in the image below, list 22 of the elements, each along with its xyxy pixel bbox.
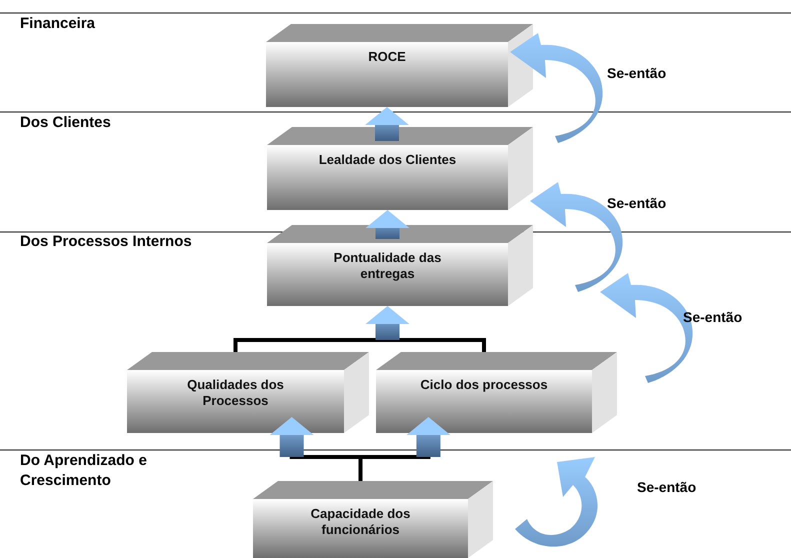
relation-label: Se-então bbox=[683, 308, 744, 327]
block-label: Pontualidade das entregas bbox=[332, 250, 442, 282]
block-label: Qualidades dos Processos bbox=[186, 377, 285, 409]
block-label: Lealdade dos Clientes bbox=[318, 152, 458, 168]
connector-line bbox=[234, 338, 388, 352]
block-label: ROCE bbox=[367, 49, 407, 65]
connector-line bbox=[388, 338, 486, 352]
perspective-heading: Dos Clientes bbox=[20, 113, 112, 133]
perspective-heading: Financeira bbox=[20, 14, 96, 34]
block-arrow bbox=[366, 210, 410, 239]
connector-line bbox=[288, 455, 432, 483]
block-label: Ciclo dos processos bbox=[419, 377, 549, 393]
block-arrow bbox=[406, 417, 450, 457]
relation-label: Se-então bbox=[607, 64, 668, 83]
block-arrow bbox=[270, 417, 314, 457]
block-arrow bbox=[365, 107, 409, 141]
block-label: Capacidade dos funcionários bbox=[310, 506, 412, 538]
perspective-heading: Dos Processos Internos bbox=[20, 232, 193, 252]
relation-label: Se-então bbox=[637, 478, 698, 497]
perspective-heading: Do Aprendizado e Crescimento bbox=[20, 451, 148, 491]
block-arrow bbox=[366, 306, 410, 340]
relation-label: Se-então bbox=[607, 194, 668, 213]
